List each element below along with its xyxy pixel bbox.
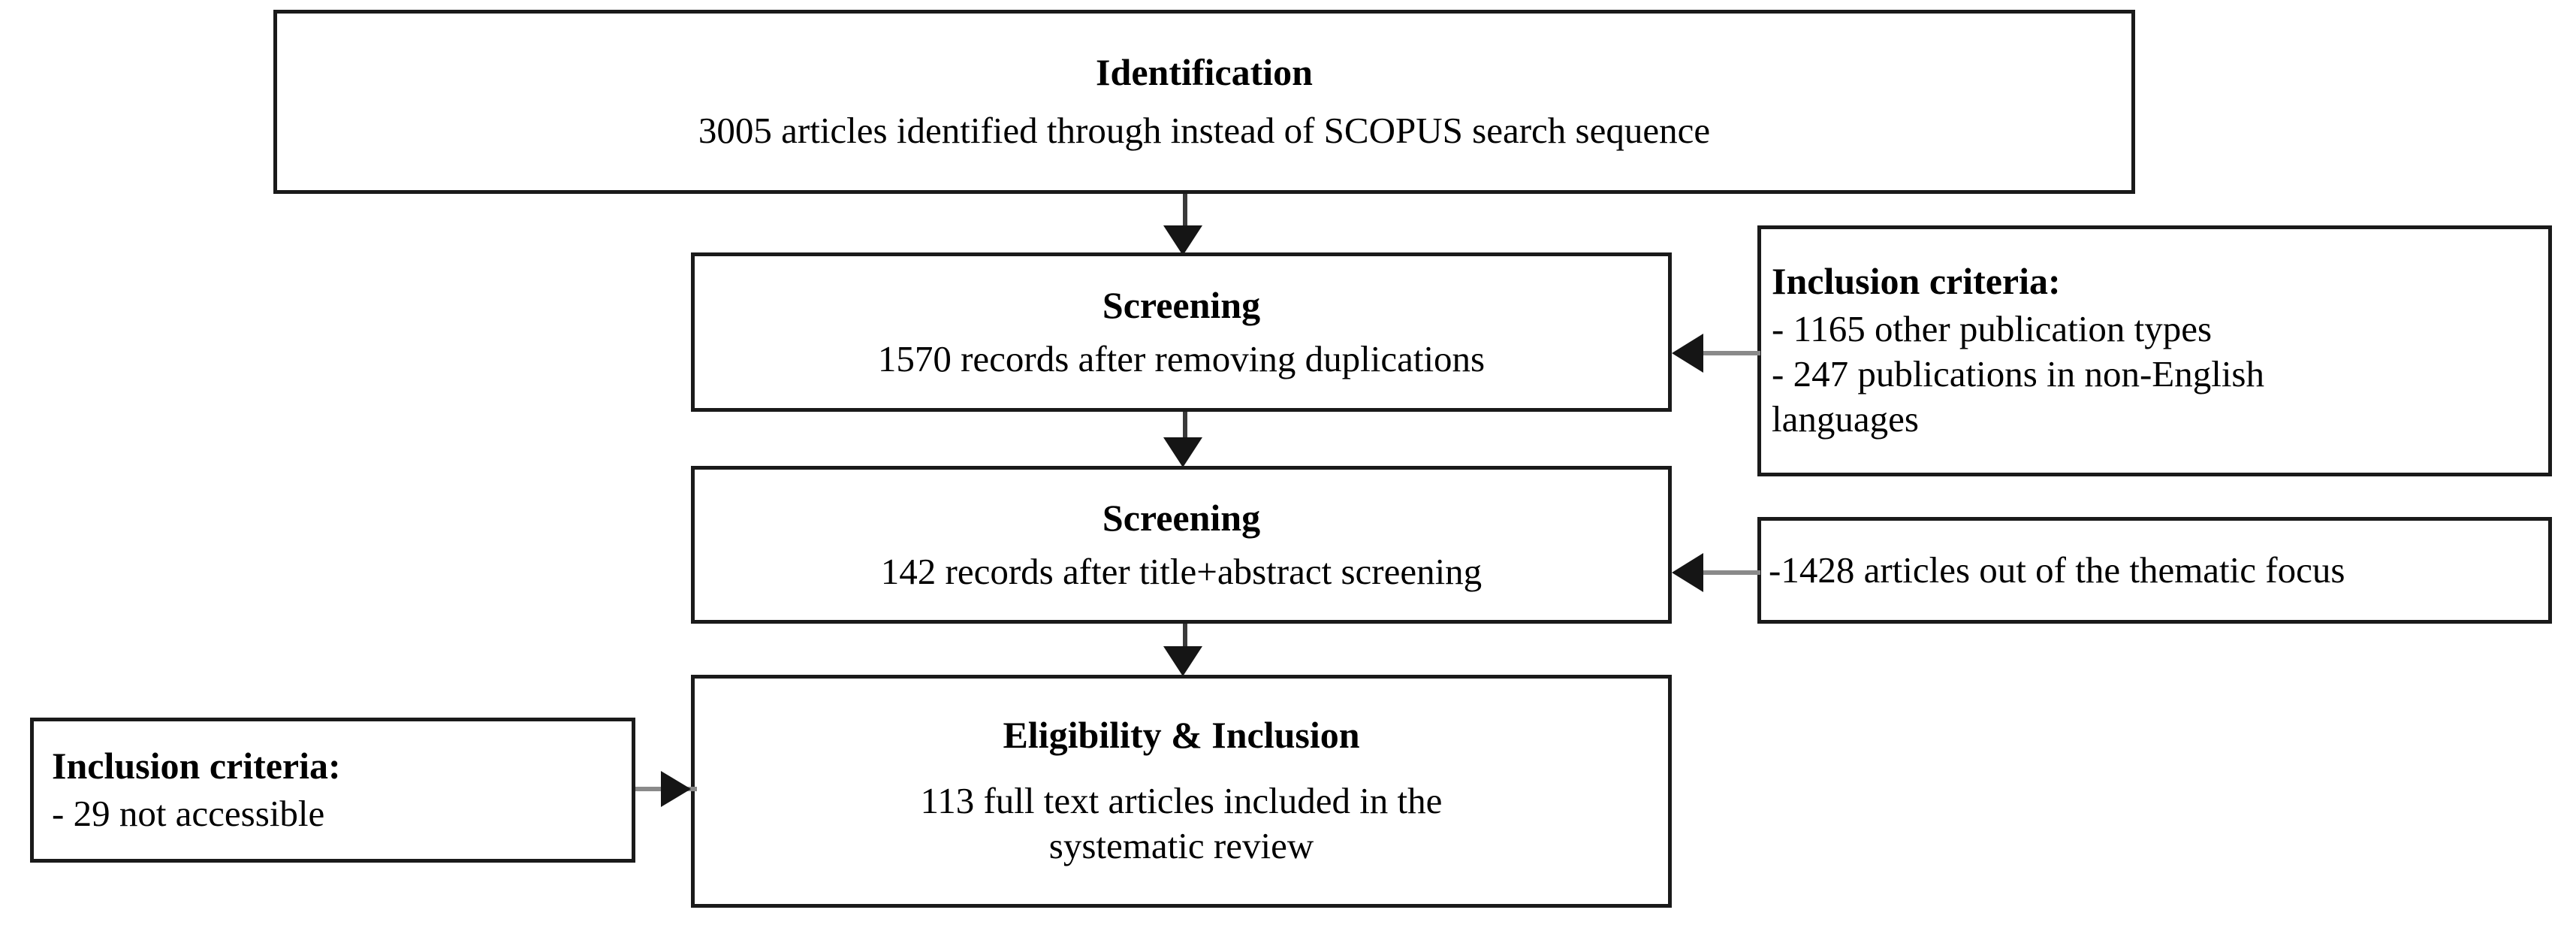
- exclusion-line-not-accessible: - 29 not accessible: [52, 792, 325, 834]
- exclusion-line-non-english-cont: languages: [1772, 398, 1919, 440]
- stage-box-eligibility-inclusion: Eligibility & Inclusion 113 full text ar…: [691, 675, 1672, 908]
- exclusion-heading-accessibility: Inclusion criteria:: [52, 744, 341, 787]
- stage-box-screening-abstract: Screening 142 records after title+abstra…: [691, 466, 1672, 624]
- arrow-right-icon-accessibility-to-eligibility: [661, 771, 691, 807]
- stage-body-identification: 3005 articles identified through instead…: [698, 110, 1711, 152]
- stage-body-eligibility-line1: 113 full text articles included in the: [920, 780, 1443, 822]
- stage-heading-screening-duplicates: Screening: [1102, 283, 1261, 326]
- arrow-down-icon-identification-to-screening: [1163, 225, 1202, 255]
- connector-line-publication-types-to-screening: [1676, 351, 1760, 355]
- connector-line-screening-to-abstract: [1183, 412, 1187, 443]
- exclusion-line-thematic-focus: -1428 articles out of the thematic focus: [1769, 549, 2345, 591]
- stage-heading-identification: Identification: [1096, 51, 1313, 94]
- stage-body-screening-abstract: 142 records after title+abstract screeni…: [880, 550, 1483, 592]
- stage-heading-screening-abstract: Screening: [1102, 496, 1261, 539]
- connector-line-abstract-to-eligibility: [1183, 624, 1187, 651]
- connector-line-thematic-to-abstract-screening: [1676, 570, 1760, 575]
- exclusion-box-thematic-focus: -1428 articles out of the thematic focus: [1757, 517, 2552, 624]
- stage-heading-eligibility-inclusion: Eligibility & Inclusion: [1003, 714, 1360, 757]
- stage-box-identification: Identification 3005 articles identified …: [273, 10, 2135, 194]
- exclusion-box-publication-types: Inclusion criteria: - 1165 other publica…: [1757, 225, 2552, 476]
- stage-box-screening-duplicates: Screening 1570 records after removing du…: [691, 252, 1672, 412]
- arrow-down-icon-abstract-to-eligibility: [1163, 646, 1202, 676]
- stage-body-eligibility-line2: systematic review: [1048, 825, 1314, 866]
- arrow-left-icon-publication-types-to-screening: [1672, 334, 1703, 373]
- connector-line-identification-to-screening: [1183, 194, 1187, 233]
- exclusion-box-accessibility: Inclusion criteria: - 29 not accessible: [30, 718, 635, 863]
- arrow-down-icon-screening-to-abstract: [1163, 437, 1202, 467]
- arrow-left-icon-thematic-to-abstract-screening: [1672, 553, 1703, 592]
- exclusion-line-other-publication-types: - 1165 other publication types: [1772, 308, 2213, 350]
- exclusion-line-non-english: - 247 publications in non-English: [1772, 353, 2264, 395]
- stage-body-screening-duplicates: 1570 records after removing duplications: [877, 337, 1486, 379]
- exclusion-heading-publication-types: Inclusion criteria:: [1772, 260, 2061, 303]
